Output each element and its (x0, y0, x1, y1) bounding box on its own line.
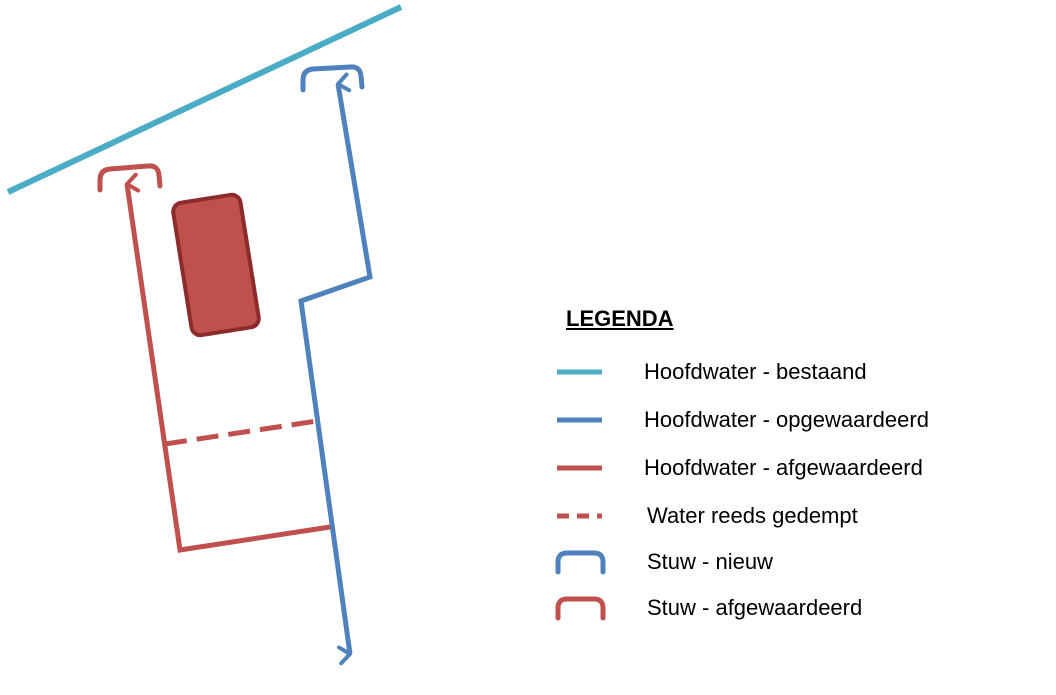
stuw-afgewaardeerd-symbol (97, 163, 163, 193)
water-reeds-gedempt-line (164, 418, 318, 447)
hoofdwater-opgewaardeerd-line (298, 72, 373, 666)
building-rectangle (173, 194, 259, 336)
hoofdwater-bestaand-line (6, 4, 403, 195)
legend-label-hoofdwater-afgewaardeerd: Hoofdwater - afgewaardeerd (644, 455, 923, 480)
legend-label-hoofdwater-bestaand: Hoofdwater - bestaand (644, 359, 867, 384)
legend-symbol-stuw-nieuw (555, 550, 606, 575)
legend-label-water-reeds-gedempt: Water reeds gedempt (647, 503, 858, 528)
legend-label-hoofdwater-opgewaardeerd: Hoofdwater - opgewaardeerd (644, 407, 929, 432)
building-outline (171, 192, 261, 338)
stuw-nieuw-symbol (300, 64, 365, 93)
hoofdwater-afgewaardeerd-line (124, 172, 331, 553)
legend-label-stuw-afgewaardeerd: Stuw - afgewaardeerd (647, 595, 863, 620)
legend-title: LEGENDA (566, 306, 674, 331)
legend-symbol-stuw-afgewaardeerd (555, 596, 606, 621)
legend-label-stuw-nieuw: Stuw - nieuw (647, 549, 773, 574)
